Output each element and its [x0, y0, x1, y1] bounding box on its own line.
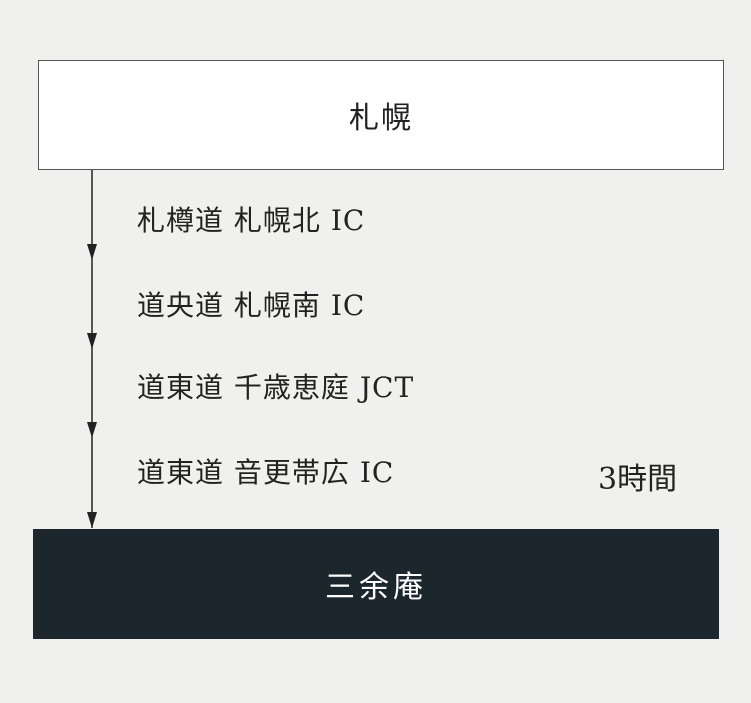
- route-arrow-4: [87, 512, 97, 528]
- route-step-3: 道東道 千歳恵庭 JCT: [137, 370, 414, 406]
- travel-duration: 3時間: [598, 462, 678, 497]
- route-step-point: 千歳恵庭 JCT: [233, 371, 415, 404]
- route-step-point: 札幌北 IC: [233, 204, 366, 237]
- destination-box: 三余庵: [33, 529, 719, 639]
- origin-label: 札幌: [349, 101, 413, 136]
- route-step-point: 音更帯広 IC: [233, 456, 395, 489]
- route-arrow-2: [87, 333, 97, 349]
- route-step-4: 道東道 音更帯広 IC: [137, 455, 394, 491]
- route-step-road: 道東道: [137, 456, 225, 489]
- route-step-1: 札樽道 札幌北 IC: [137, 203, 365, 239]
- route-arrow-3: [87, 422, 97, 438]
- route-step-point: 札幌南 IC: [233, 289, 366, 322]
- route-step-road: 道央道: [137, 289, 225, 322]
- route-arrow-1: [87, 244, 97, 260]
- route-step-road: 道東道: [137, 371, 225, 404]
- route-step-road: 札樽道: [137, 204, 225, 237]
- route-step-2: 道央道 札幌南 IC: [137, 288, 365, 324]
- origin-box: 札幌: [38, 60, 724, 170]
- destination-label: 三余庵: [325, 570, 427, 605]
